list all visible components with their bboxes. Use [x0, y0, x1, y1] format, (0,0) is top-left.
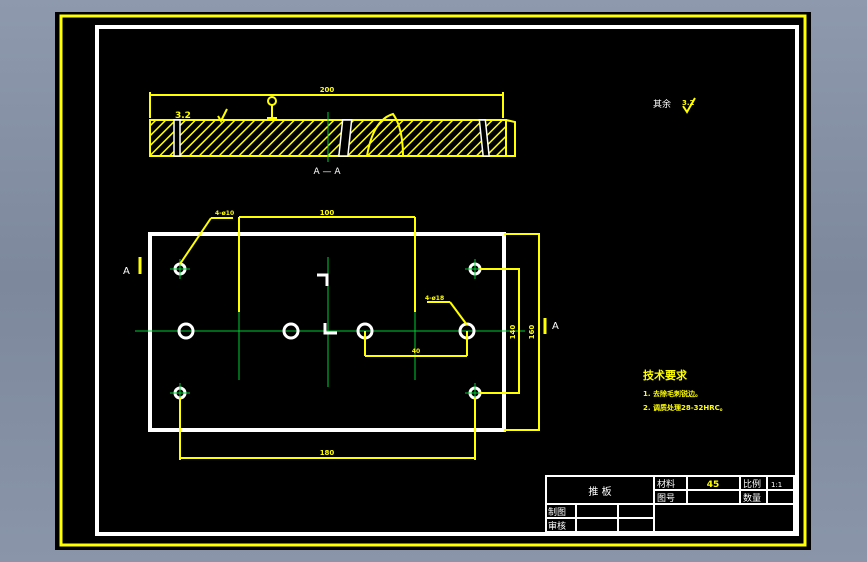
plan-mid-dimension: 40: [412, 348, 420, 355]
title-scale-value: 1:1: [771, 481, 782, 489]
inner-border: [95, 25, 799, 536]
drawing-canvas: 200 3.2 A — A 其余 3.2: [55, 12, 811, 550]
datum-symbol: [267, 96, 277, 106]
surface-note-value: 3.2: [682, 99, 695, 107]
plate-outline: [148, 232, 506, 432]
plan-hole: [170, 259, 190, 279]
cut-marker-left: A: [123, 266, 130, 277]
tech-req-item: 1. 去除毛刺锐边。: [643, 389, 702, 398]
title-checker-label: 审核: [548, 520, 566, 532]
title-material-label: 材料: [657, 478, 675, 490]
plan-hole: [282, 322, 300, 340]
tech-req-item: 2. 调质处理28-32HRC。: [643, 403, 727, 412]
plan-right-dimension-outer: 160: [528, 325, 536, 340]
section-top-dimension: 200: [320, 86, 335, 94]
hole-callout-left: 4-ø10: [215, 210, 234, 217]
title-material-value: 45: [707, 480, 720, 490]
title-drafter-label: 制图: [548, 506, 566, 518]
surface-note: 其余 3.2: [653, 97, 696, 114]
svg-text:3.2: 3.2: [175, 111, 191, 121]
title-block: [545, 475, 795, 533]
outer-frame: [59, 14, 807, 547]
plan-right-dimension-inner: 140: [509, 325, 517, 340]
title-quantity-label: 数量: [743, 492, 761, 504]
plan-bottom-dimension: 180: [320, 449, 335, 457]
plan-top-dimension: 100: [320, 209, 335, 217]
surface-note-label: 其余: [653, 98, 671, 110]
title-scale-label: 比例: [743, 478, 761, 490]
title-part-name: 推 板: [588, 485, 611, 498]
plan-view: 100 4-ø10 4-ø18 40 180 160 140 A A: [123, 209, 559, 460]
plan-hole: [177, 322, 195, 340]
technical-requirements: 技术要求 1. 去除毛刺锐边。 2. 调质处理28-32HRC。: [643, 368, 727, 412]
hole-callout-right: 4-ø18: [425, 295, 444, 302]
tech-req-title: 技术要求: [643, 368, 688, 382]
cut-marker-right: A: [552, 321, 559, 332]
section-label: A — A: [313, 167, 341, 177]
title-drawing-no-label: 图号: [657, 493, 675, 504]
section-view: 200 3.2 A — A: [149, 86, 516, 177]
counterbore-arc: [366, 112, 404, 157]
